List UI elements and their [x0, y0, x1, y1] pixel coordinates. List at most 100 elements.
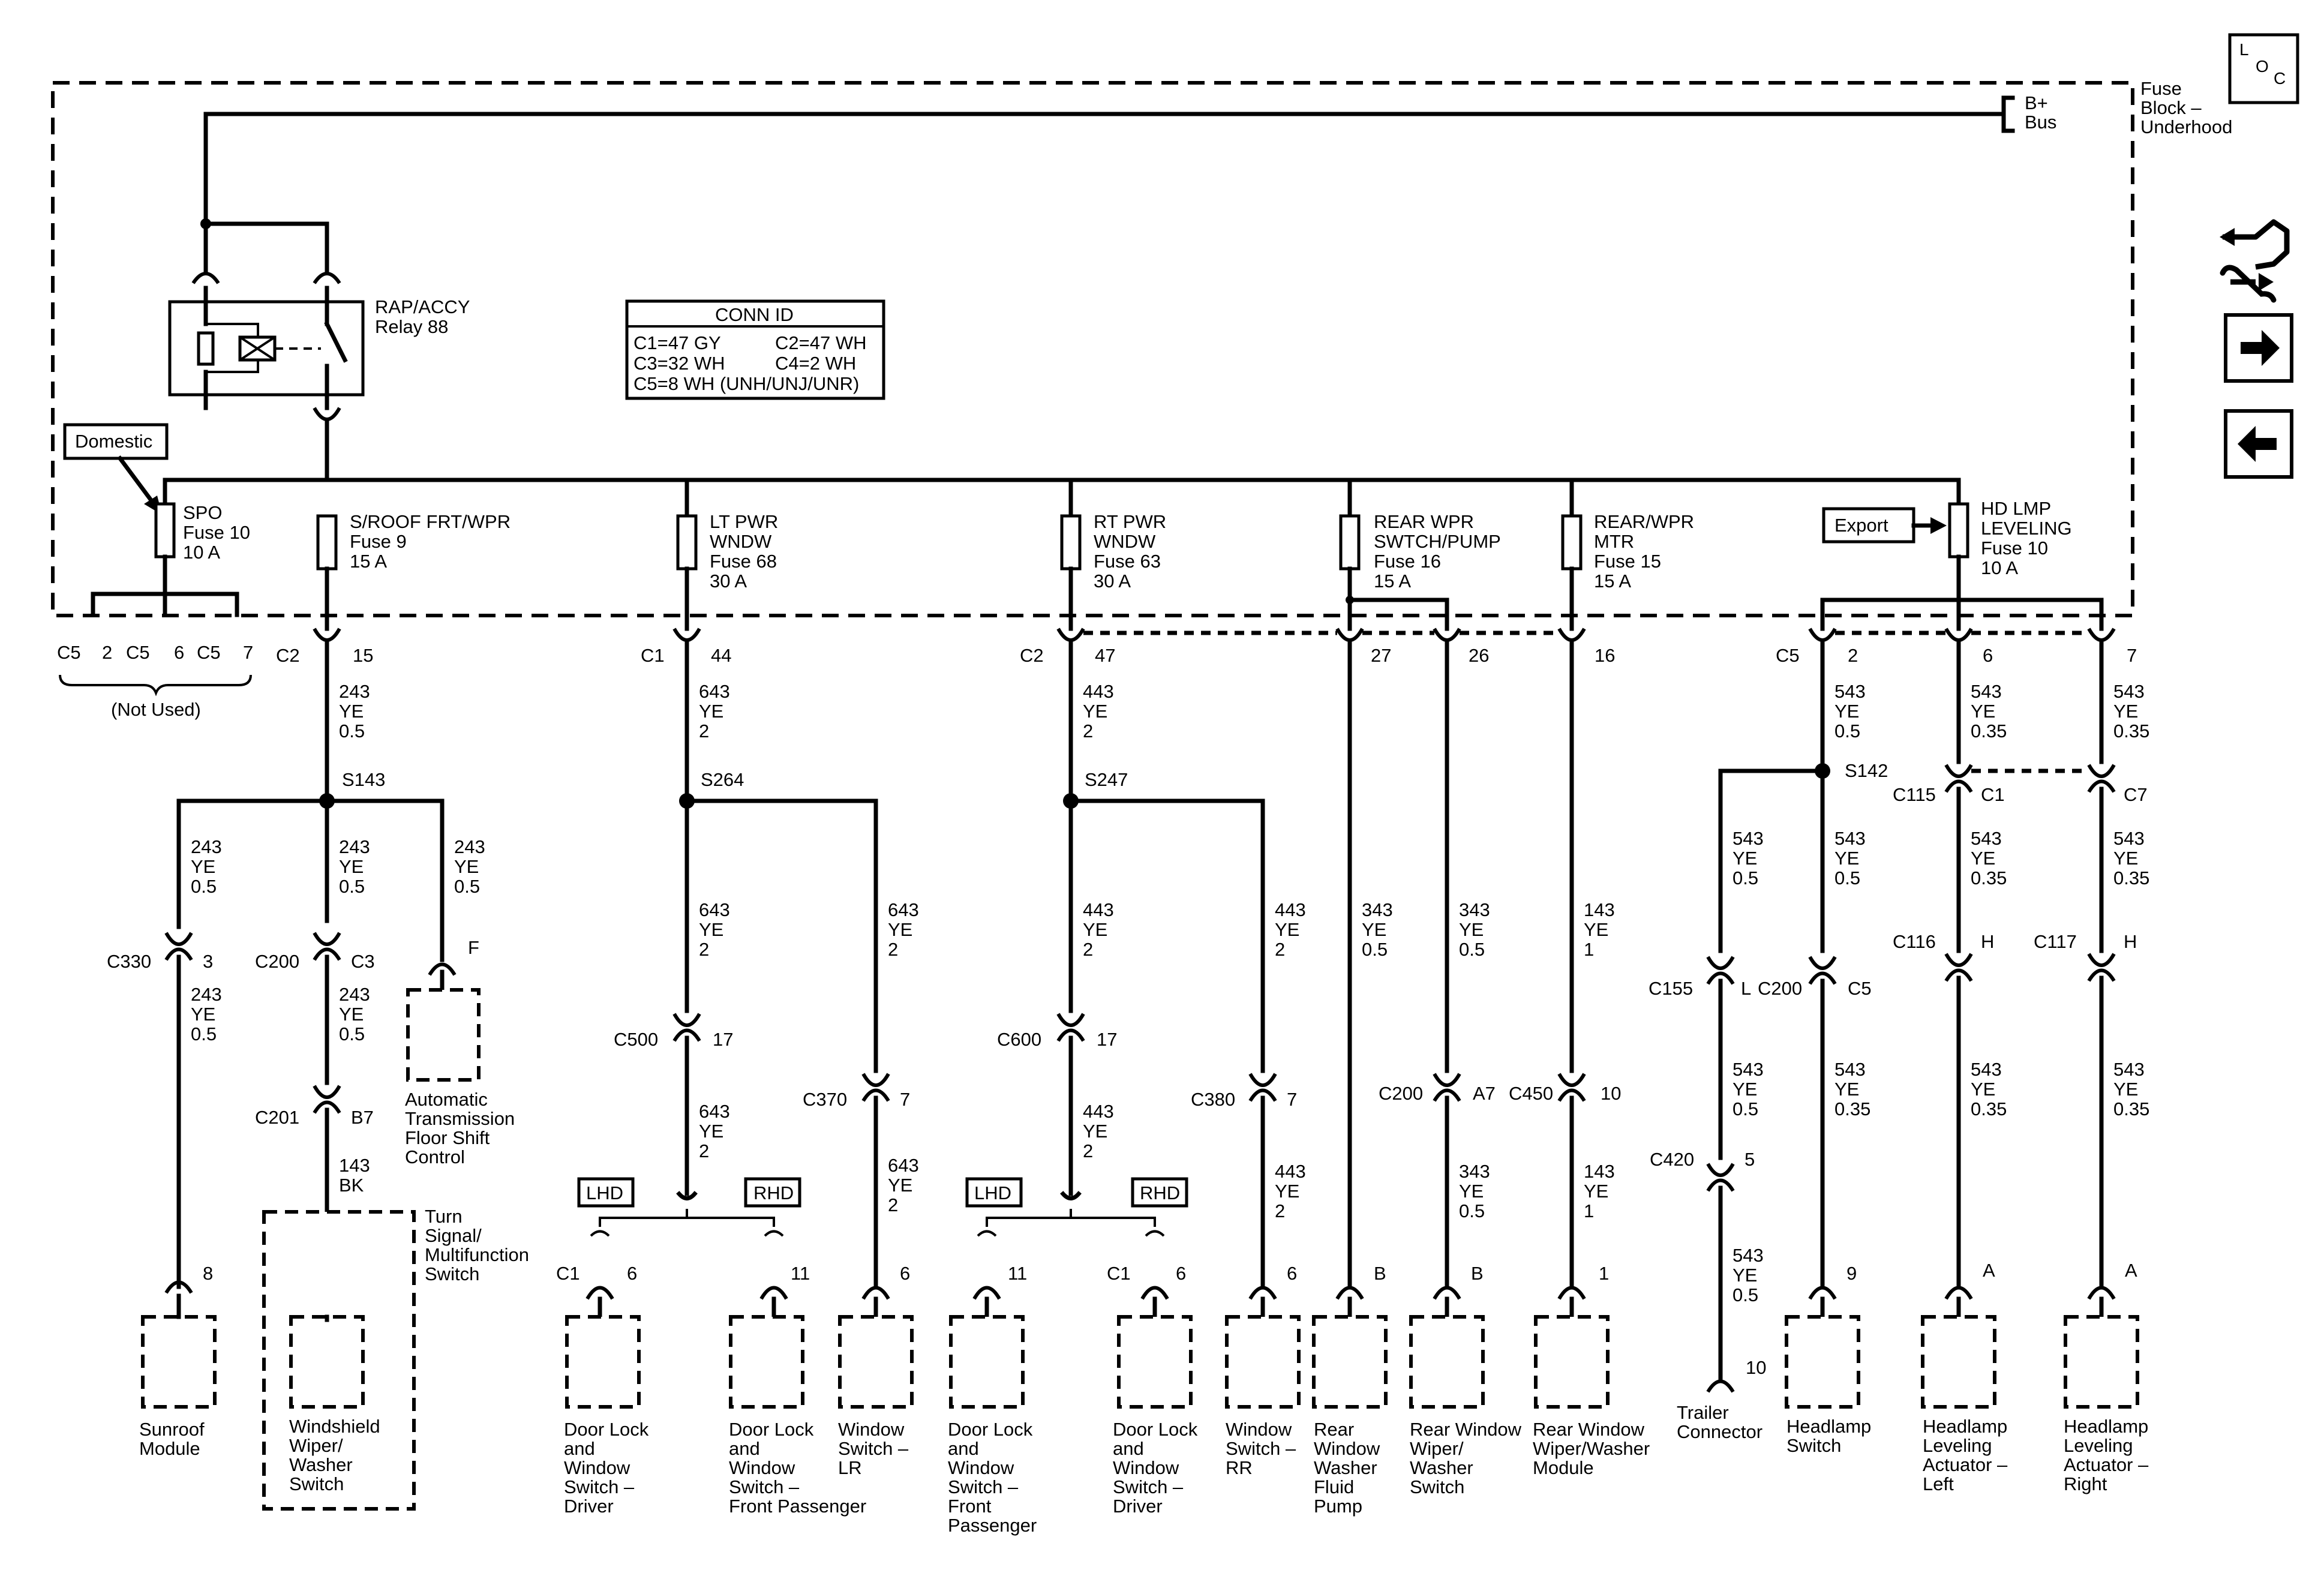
- headlamp-leveling-actuator-right: [2064, 1315, 2139, 1409]
- loc-letter-l: L: [2239, 40, 2249, 59]
- door-drv-l-label-2: and: [564, 1438, 595, 1459]
- w543-i-color: YE: [1971, 1079, 1995, 1100]
- component-wrench-icon[interactable]: [2220, 219, 2290, 303]
- relay-88: [168, 286, 365, 410]
- w243-e-gauge: 0.5: [339, 1023, 365, 1044]
- w143-b-color: YE: [1584, 1181, 1608, 1202]
- conn-c201-pin: B7: [351, 1107, 374, 1128]
- export-label: Export: [1834, 515, 1888, 536]
- w143-a-num: 143: [1584, 899, 1615, 920]
- w543-c-color: YE: [1834, 848, 1859, 869]
- rear-sw-pin: [1433, 1286, 1461, 1300]
- hl-right-label-4: Right: [2064, 1473, 2107, 1494]
- fuse-block-frame: [51, 81, 2134, 617]
- lhd-rhd-split-right: [986, 1209, 1156, 1227]
- door-fp-l-label-1: Door Lock: [729, 1419, 814, 1440]
- w543-l-num: 543: [2113, 1059, 2145, 1080]
- w243-e-num: 243: [339, 984, 370, 1005]
- not-used-pin-3: C5: [126, 642, 150, 663]
- w643-a-gauge: 2: [699, 721, 709, 742]
- w543-b-gauge: 0.5: [1733, 867, 1758, 888]
- w443-a-color: YE: [1083, 701, 1107, 722]
- win-lr-label-2: Switch –: [838, 1438, 909, 1459]
- fuse-hd-amp: 10 A: [1981, 557, 2018, 578]
- window-switch-lr: [838, 1315, 914, 1409]
- trailer-pin-label: 10: [1746, 1357, 1766, 1378]
- conn-id-r1-c1: C1=47 GY: [633, 332, 721, 353]
- door-fp-r-label-4: Switch –: [948, 1476, 1019, 1497]
- conn-c116-pin: H: [1981, 931, 1994, 952]
- relay-pin-in-2: [313, 272, 341, 284]
- w443-b-num: 443: [1083, 899, 1114, 920]
- conn-c380-pin: 7: [1287, 1089, 1297, 1110]
- hd-lmp-split: [1820, 554, 2104, 631]
- wire-443-branch: [1068, 798, 1265, 1073]
- w443-a-num: 443: [1083, 681, 1114, 702]
- conn-c5-2-name: C5: [1776, 645, 1800, 666]
- conn-c201: [313, 1085, 341, 1099]
- rear-pump-pin-label: B: [1374, 1263, 1386, 1284]
- hl-sw-pin-num: 9: [1846, 1263, 1857, 1284]
- conn-c201-name: C201: [255, 1107, 299, 1128]
- rear-mod-label-1: Rear Window: [1533, 1419, 1645, 1440]
- door-fp-r-label-2: and: [948, 1438, 979, 1459]
- door-fp-l-label-4: Switch –: [729, 1476, 800, 1497]
- rear-mod-pin: [1557, 1286, 1586, 1300]
- conn-c2-47-pin: 47: [1095, 645, 1115, 666]
- fuse-hd-name-2: LEVELING: [1981, 518, 2072, 539]
- door-fp-l-label-3: Window: [729, 1457, 795, 1478]
- w543-i-gauge: 0.35: [1971, 1098, 2007, 1119]
- door-fp-l-pin-num: 11: [791, 1263, 810, 1284]
- w643-b-color: YE: [699, 919, 723, 940]
- rear-sw-label-1: Rear Window: [1410, 1419, 1522, 1440]
- relay-label-2: Relay 88: [375, 316, 448, 337]
- door-drv-r-label-1: Door Lock: [1113, 1419, 1198, 1440]
- fuse-lt-num: Fuse 68: [710, 551, 777, 572]
- arrow-right-icon[interactable]: [2224, 313, 2293, 383]
- conn-c115-pin: C1: [1981, 784, 2005, 805]
- w243-b-num: 243: [191, 836, 222, 857]
- w543-f-num: 543: [1733, 1245, 1764, 1266]
- w643-d-gauge: 2: [699, 1140, 709, 1161]
- trailer-connector-pin: [1706, 1379, 1735, 1393]
- w243-c-color: YE: [191, 1004, 215, 1025]
- fuse-hd-name-1: HD LMP: [1981, 498, 2051, 519]
- door-drv-r-label-4: Switch –: [1113, 1476, 1184, 1497]
- conn-c200-a7-pin: A7: [1473, 1083, 1496, 1104]
- w543-d-num: 543: [1733, 1059, 1764, 1080]
- loc-letter-o: O: [2256, 57, 2269, 76]
- hl-right-label-1: Headlamp: [2064, 1416, 2148, 1437]
- fuse-rear-mtr-num: Fuse 15: [1594, 551, 1661, 572]
- wiper-label-3: Washer: [289, 1454, 353, 1475]
- conn-c200-a7: [1433, 1073, 1461, 1087]
- turn-label-3: Multifunction: [425, 1244, 529, 1265]
- conn-id-r3-c1: C5=8 WH (UNH/UNJ/UNR): [633, 373, 859, 394]
- splice-s247-label: S247: [1085, 769, 1128, 790]
- conn-c380: [1248, 1073, 1277, 1087]
- not-used-pin-1: C5: [57, 642, 81, 663]
- w643-d-color: YE: [699, 1121, 723, 1142]
- not-used-label: (Not Used): [111, 699, 201, 720]
- w343-a-gauge: 0.5: [1362, 939, 1388, 960]
- conn-id-r2-c1: C3=32 WH: [633, 353, 725, 374]
- w443-a-gauge: 2: [1083, 721, 1093, 742]
- w543-i-num: 543: [1971, 1059, 2002, 1080]
- w343-b-gauge: 0.5: [1459, 939, 1485, 960]
- rear-sw-pin-label: B: [1471, 1263, 1484, 1284]
- rear-pump-label-1: Rear: [1314, 1419, 1354, 1440]
- fuse-rear-mtr-amp: 15 A: [1594, 571, 1631, 592]
- w543-b-num: 543: [1733, 828, 1764, 849]
- w443-c-color: YE: [1275, 919, 1299, 940]
- bplus-bus-label: Bus: [2025, 112, 2056, 133]
- arrow-left-icon[interactable]: [2224, 409, 2293, 479]
- conn-c370-pin: 7: [900, 1089, 910, 1110]
- win-lr-pin: [861, 1286, 890, 1300]
- w343-c-gauge: 0.5: [1459, 1200, 1485, 1221]
- headlamp-switch: [1785, 1315, 1860, 1409]
- w243-b-color: YE: [191, 856, 215, 877]
- loc-icon[interactable]: L O C: [2228, 33, 2299, 104]
- w543-k-gauge: 0.35: [2113, 867, 2149, 888]
- w443-d-color: YE: [1083, 1121, 1107, 1142]
- conn-c420-name: C420: [1650, 1149, 1694, 1170]
- w443-d-gauge: 2: [1083, 1140, 1093, 1161]
